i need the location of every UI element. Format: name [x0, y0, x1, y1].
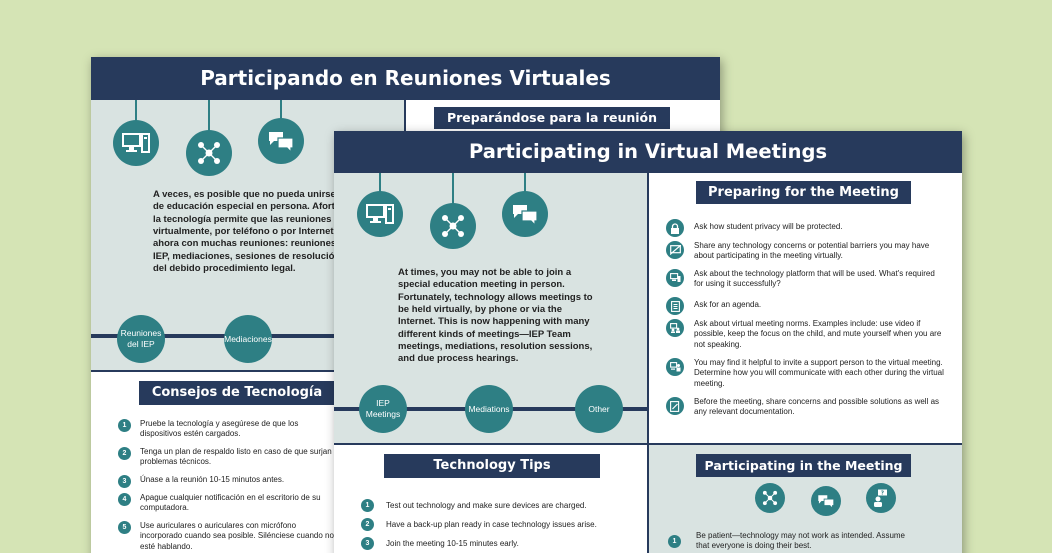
svg-text:?: ?: [881, 491, 884, 497]
network-people-icon: [186, 130, 232, 176]
timeline-node: Mediaciones: [224, 315, 272, 363]
timeline-node-other: Other: [575, 385, 623, 433]
preparing-header: Preparing for the Meeting: [696, 181, 911, 204]
spanish-title: Participando en Reuniones Virtuales: [91, 57, 720, 100]
document-icon: [666, 397, 684, 415]
english-title: Participating in Virtual Meetings: [334, 131, 962, 173]
timeline-node: Reuniones del IEP: [117, 315, 165, 363]
agenda-icon: [666, 297, 684, 315]
question-person-icon: ?: [866, 483, 896, 513]
support-person-icon: [666, 358, 684, 376]
preparing-list: Ask how student privacy will be protecte…: [666, 219, 946, 425]
list-item: Before the meeting, share concerns and p…: [666, 397, 946, 425]
computer-icon: [113, 120, 159, 166]
list-item: You may find it helpful to invite a supp…: [666, 358, 946, 397]
timeline-node-iep: IEP Meetings: [359, 385, 407, 433]
list-item: Share any technology concerns or potenti…: [666, 241, 946, 269]
chat-bubbles-icon: [811, 486, 841, 516]
tech-tips-header: Technology Tips: [384, 454, 600, 478]
spanish-intro-text: A veces, es posible que no pueda unirse …: [153, 189, 403, 275]
chat-bubbles-icon: [502, 191, 548, 237]
network-people-icon: [430, 203, 476, 249]
spanish-tips-header: Consejos de Tecnología: [139, 381, 335, 405]
list-item: Ask about the technology platform that w…: [666, 269, 946, 297]
network-people-icon: [755, 483, 785, 513]
lock-icon: [666, 219, 684, 237]
devices-icon: [666, 269, 684, 287]
english-intro-text: At times, you may not be able to join a …: [398, 267, 593, 365]
video-people-icon: [666, 319, 684, 337]
list-item: Ask for an agenda.: [666, 297, 946, 319]
spanish-prep-header: Preparándose para la reunión: [434, 107, 670, 129]
no-screen-icon: [666, 241, 684, 259]
list-item: Ask how student privacy will be protecte…: [666, 219, 946, 241]
english-handout: Participating in Virtual Meetings At tim…: [334, 131, 962, 553]
participating-header: Participating in the Meeting: [696, 454, 911, 477]
timeline-node-mediations: Mediations: [465, 385, 513, 433]
computer-icon: [357, 191, 403, 237]
chat-bubbles-icon: [258, 118, 304, 164]
list-item: Ask about virtual meeting norms. Example…: [666, 319, 946, 358]
